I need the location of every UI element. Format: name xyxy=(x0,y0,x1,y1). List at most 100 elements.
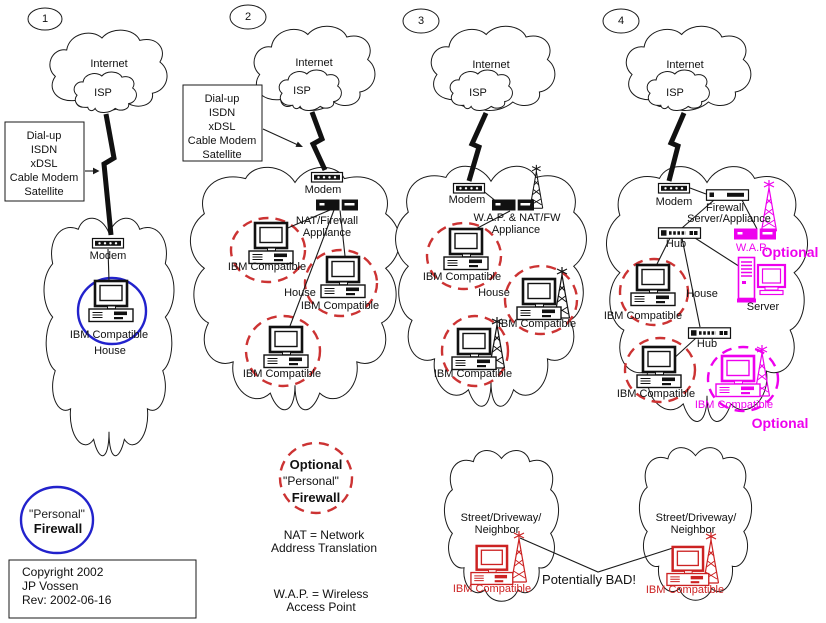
wap-label: W.A.P. xyxy=(735,242,769,254)
scenario-3-number: 3 xyxy=(417,15,425,27)
copyright-line: JP Vossen xyxy=(22,579,79,593)
house-label: House xyxy=(686,288,718,300)
copyright-line: Copyright 2002 xyxy=(22,565,104,579)
modem-icon xyxy=(657,182,691,194)
isp-label: ISP xyxy=(94,87,112,99)
computer-icon xyxy=(629,263,677,307)
nat-firewall-appliance-icon xyxy=(316,199,358,211)
neighbor-computer-icon xyxy=(469,544,514,586)
optional-wireless-circle xyxy=(706,345,780,413)
access-type: ISDN xyxy=(208,107,236,119)
lightning-bolt-icon xyxy=(101,113,117,236)
computer-label: IBM Compatible xyxy=(422,271,502,283)
firewall-server-label: Server/Appliance xyxy=(687,213,771,225)
modem-label: Modem xyxy=(89,250,127,262)
personal-firewall-legend-line: Firewall xyxy=(33,521,83,536)
personal-firewall-legend-circle xyxy=(19,485,95,555)
scenario-4-number: 4 xyxy=(617,15,625,27)
internet-label: Internet xyxy=(90,58,128,70)
scenario-2-number: 2 xyxy=(244,11,252,23)
computer-icon xyxy=(262,325,310,369)
wap-definition-line: Access Point xyxy=(286,600,356,614)
optional-firewall-legend-circle xyxy=(278,441,354,515)
isp-label: ISP xyxy=(293,85,311,97)
access-type: Cable Modem xyxy=(187,135,257,147)
computer-icon xyxy=(442,227,490,271)
scenario-4-oval xyxy=(602,8,640,34)
wap-appliance-icon xyxy=(734,228,776,240)
house-label: House xyxy=(94,345,126,357)
wireless-computer-label: IBM Compatible xyxy=(694,399,774,411)
computer-icon xyxy=(247,221,295,265)
hub-icon xyxy=(656,226,703,241)
neighbor-computer-label: IBM Compatible xyxy=(452,583,532,595)
computer-label: IBM Compatible xyxy=(242,368,322,380)
computer-icon xyxy=(515,277,563,321)
access-type: xDSL xyxy=(208,121,236,133)
personal-firewall-legend-line: "Personal" xyxy=(29,507,85,521)
computer-label: IBM Compatible xyxy=(603,310,683,322)
potentially-bad-warning: Potentially BAD! xyxy=(542,572,636,587)
copyright-line: Rev: 2002-06-16 xyxy=(22,593,112,607)
appliance-label: Appliance xyxy=(491,224,541,236)
computer-icon xyxy=(635,345,683,389)
scenario-number-ovals xyxy=(27,4,640,34)
optional-firewall-legend-line: Firewall xyxy=(291,490,341,505)
internet-label: Internet xyxy=(472,59,510,71)
neighbor-computer-label: IBM Compatible xyxy=(645,584,725,596)
isp-label: ISP xyxy=(666,87,684,99)
street-cloud-label: Street/Driveway/ xyxy=(655,512,737,524)
modem-label: Modem xyxy=(448,194,486,206)
access-types-box-2 xyxy=(182,84,263,162)
network-links xyxy=(85,128,758,573)
computer-label: IBM Compatible xyxy=(69,329,149,341)
access-types-box-1 xyxy=(4,121,85,202)
modem-icon xyxy=(310,171,344,183)
lightning-bolts xyxy=(101,111,687,236)
street-cloud-label: Neighbor xyxy=(670,524,716,536)
optional-firewall-circle xyxy=(425,221,503,291)
hub-icon xyxy=(686,326,733,340)
scenario-2-oval xyxy=(229,4,267,30)
scenario-1-oval xyxy=(27,7,63,31)
internet-label: Internet xyxy=(295,57,333,69)
optional-label: Optional xyxy=(751,415,809,431)
appliance-label: W.A.P. & NAT/FW xyxy=(473,212,561,224)
computer-label: IBM Compatible xyxy=(497,318,577,330)
computer-icon xyxy=(87,279,135,323)
firewall-server-label: Firewall xyxy=(706,202,744,214)
house-label: House xyxy=(478,287,510,299)
hub-label: Hub xyxy=(665,238,687,250)
optional-firewall-circle xyxy=(440,314,510,388)
nat-definition-line: NAT = Network xyxy=(283,528,365,542)
internet-label: Internet xyxy=(666,59,704,71)
access-type: Satellite xyxy=(24,186,64,198)
access-type: ISDN xyxy=(30,144,58,156)
scenario-1-number: 1 xyxy=(41,13,49,25)
access-type: xDSL xyxy=(30,158,58,170)
isp-label: ISP xyxy=(469,87,487,99)
computer-label: IBM Compatible xyxy=(433,368,513,380)
wireless-computer-icon xyxy=(714,354,762,398)
optional-label: Optional xyxy=(761,244,819,260)
computer-label: IBM Compatible xyxy=(300,300,380,312)
optional-firewall-circle xyxy=(618,257,690,327)
lightning-bolt-icon xyxy=(309,111,328,172)
arrowhead-icon xyxy=(295,141,303,147)
optional-firewall-circle xyxy=(229,216,307,284)
neighbor-computer-icon xyxy=(665,545,710,587)
access-type: Satellite xyxy=(202,149,242,161)
wap-definition-line: W.A.P. = Wireless xyxy=(273,587,369,601)
wap-nat-fw-appliance-icon xyxy=(492,199,534,211)
hub-label: Hub xyxy=(696,338,718,350)
computer-label: IBM Compatible xyxy=(227,261,307,273)
optional-firewall-circle xyxy=(244,314,322,388)
optional-firewall-legend-line: "Personal" xyxy=(283,474,339,488)
lightning-bolt-icon xyxy=(666,112,687,182)
optional-firewall-legend-line: Optional xyxy=(289,457,343,472)
scenario-3-oval xyxy=(402,8,440,34)
optional-firewall-circle xyxy=(503,264,579,336)
computer-label: IBM Compatible xyxy=(616,388,696,400)
lightning-bolt-icon xyxy=(466,111,489,182)
